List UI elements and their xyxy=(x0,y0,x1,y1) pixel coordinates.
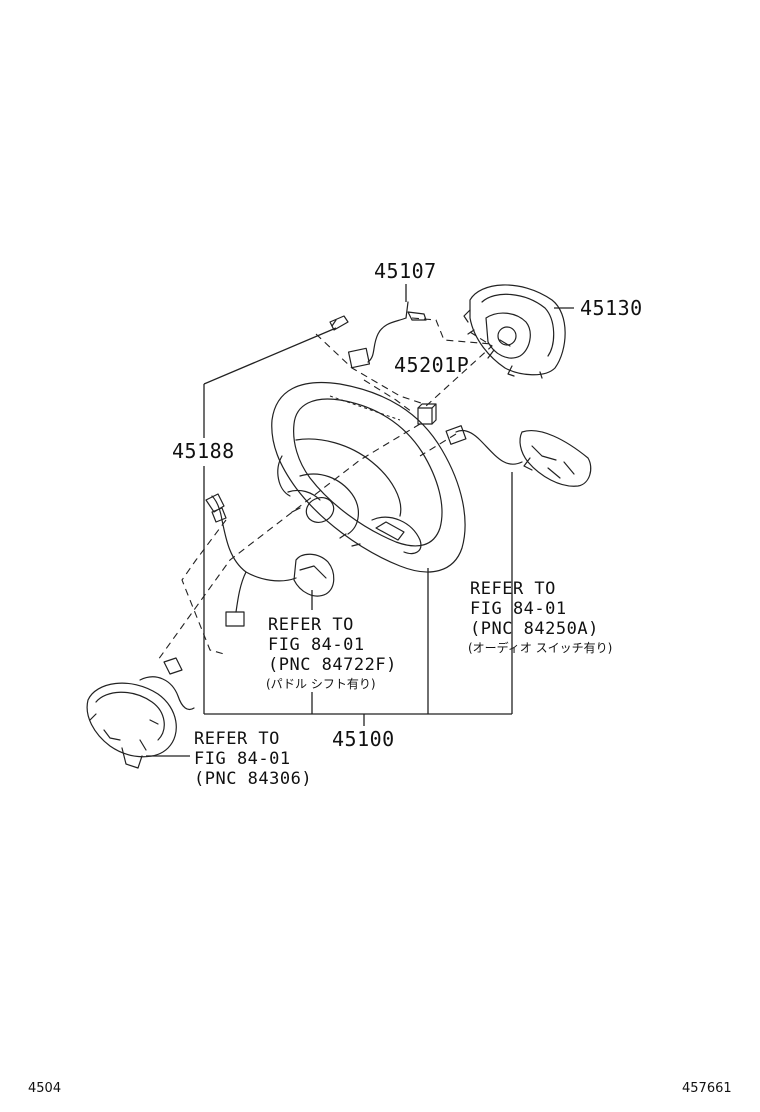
ref-spiral-line3: (PNC 84306) xyxy=(194,769,312,789)
airbag-pad-drawing xyxy=(463,284,566,379)
ref-audio-line1: REFER TO xyxy=(470,579,556,599)
audio-switch-drawing xyxy=(445,425,592,487)
spiral-cable-drawing xyxy=(86,657,195,769)
ref-audio-note: (オーディオ スイッチ有り) xyxy=(468,640,612,655)
label-45130: 45130 xyxy=(580,296,643,320)
ref-spiral-line1: REFER TO xyxy=(194,729,280,749)
label-45100: 45100 xyxy=(332,727,395,751)
ref-paddle-line2: FIG 84-01 xyxy=(268,635,365,655)
assembly-dashed-lines xyxy=(157,317,493,661)
label-45201p: 45201P xyxy=(394,353,469,377)
footer-left-code: 4504 xyxy=(28,1081,61,1096)
steering-wheel-drawing xyxy=(271,381,466,573)
ref-spiral-line2: FIG 84-01 xyxy=(194,749,291,769)
ref-paddle-note: (パドル シフト有り) xyxy=(266,677,376,691)
screw-drawing xyxy=(329,315,349,331)
ref-paddle-line1: REFER TO xyxy=(268,615,354,635)
ref-paddle-line3: (PNC 84722F) xyxy=(268,655,397,675)
label-45107: 45107 xyxy=(374,259,437,283)
horn-wire-drawing xyxy=(347,301,427,369)
paddle-shift-drawing xyxy=(205,493,335,627)
nut-drawing xyxy=(417,403,437,425)
leader-lines xyxy=(146,284,574,757)
ref-audio-line2: FIG 84-01 xyxy=(470,599,567,619)
footer-right-code: 457661 xyxy=(682,1081,732,1096)
label-45188: 45188 xyxy=(172,439,235,463)
ref-audio-line3: (PNC 84250A) xyxy=(470,619,599,639)
